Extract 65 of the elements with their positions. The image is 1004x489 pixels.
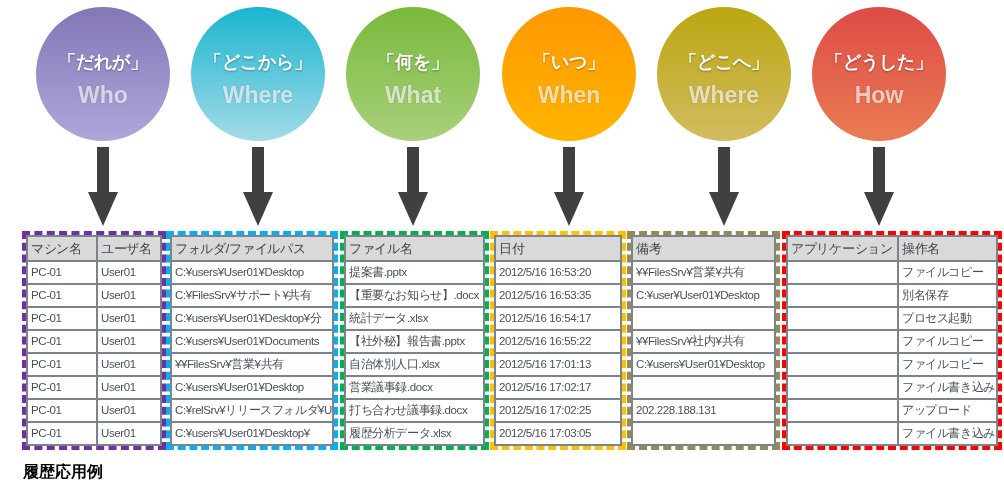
circle-title: 「どこへ」 <box>679 51 769 73</box>
table-cell: 2012/5/16 17:02:25 <box>494 398 622 423</box>
table-cell: 営業議事録.docx <box>344 375 485 400</box>
circle-title: 「だれが」 <box>58 51 148 73</box>
table-cell: ¥¥FilesSrv¥社内¥共有 <box>631 329 776 354</box>
table-cell: 2012/5/16 16:53:20 <box>494 260 622 285</box>
header-cell: 操作名 <box>897 235 998 262</box>
dashed-frame <box>166 231 338 450</box>
table-cell: 2012/5/16 17:02:17 <box>494 375 622 400</box>
table-cell: C:¥users¥User01¥Desktop <box>170 375 334 400</box>
table-cell: 2012/5/16 16:55:22 <box>494 329 622 354</box>
arrow <box>864 147 894 226</box>
circle-subtitle: How <box>854 82 904 108</box>
table-cell: C:¥users¥User01¥Desktop <box>170 260 334 285</box>
table-cell: User01 <box>96 421 162 446</box>
circle-subtitle: Where <box>688 82 760 108</box>
table-cell: 2012/5/16 17:03:05 <box>494 421 622 446</box>
header-cell: マシン名 <box>26 235 98 262</box>
table-cell: 2012/5/16 16:53:35 <box>494 283 622 308</box>
circle-title: 「いつ」 <box>533 51 605 73</box>
table-cell: C:¥users¥User01¥Desktop¥分 <box>170 306 334 331</box>
header-cell: 備考 <box>631 235 776 262</box>
dashed-frame <box>340 231 489 450</box>
table-cell: ファイル書き込み <box>897 421 998 446</box>
table-cell: PC-01 <box>26 421 98 446</box>
header-cell: ファイル名 <box>344 235 485 262</box>
table-cell: 統計データ.xlsx <box>344 306 485 331</box>
table-cell: 打ち合わせ議事録.docx <box>344 398 485 423</box>
header-cell: ユーザ名 <box>96 235 162 262</box>
table-cell: C:¥users¥User01¥Desktop <box>631 352 776 377</box>
dashed-frame <box>627 231 780 450</box>
circle-title: 「どうした」 <box>825 51 933 73</box>
arrow <box>709 147 739 226</box>
arrow <box>554 147 584 226</box>
table-cell: 自治体別人口.xlsx <box>344 352 485 377</box>
table-cell: ¥¥FilesSrv¥営業¥共有 <box>631 260 776 285</box>
dashed-frame <box>782 231 1002 450</box>
table-cell: 2012/5/16 17:01:13 <box>494 352 622 377</box>
header-cell: フォルダ/ファイルパス <box>170 235 334 262</box>
table-cell: C:¥users¥User01¥Documents <box>170 329 334 354</box>
table-cell: C:¥FilesSrv¥サポート¥共有 <box>170 283 334 308</box>
arrow <box>243 147 273 226</box>
caption: 履歴応用例 <box>23 462 103 482</box>
table-cell: 【重要なお知らせ】.docx <box>344 283 485 308</box>
circle-subtitle: When <box>537 82 601 108</box>
header-cell: アプリケーション <box>786 235 899 262</box>
arrow <box>88 147 118 226</box>
arrow <box>398 147 428 226</box>
table-cell: 提案書.pptx <box>344 260 485 285</box>
table-cell: 2012/5/16 16:54:17 <box>494 306 622 331</box>
table-cell: C:¥users¥User01¥Desktop¥ <box>170 421 334 446</box>
circle-title: 「何を」 <box>377 51 449 73</box>
circle-title: 「どこから」 <box>204 51 312 73</box>
circle-subtitle: What <box>384 82 442 108</box>
circle-subtitle: Where <box>222 82 294 108</box>
circle-subtitle: Who <box>78 82 128 108</box>
table-cell: 【社外秘】報告書.pptx <box>344 329 485 354</box>
table-cell: C:¥user¥User01¥Desktop <box>631 283 776 308</box>
table-cell: 202.228.188.131 <box>631 398 776 423</box>
table-cell: ¥¥FilesSrv¥営業¥共有 <box>170 352 334 377</box>
table-cell: C:¥relSrv¥リリースフォルダ¥U <box>170 398 334 423</box>
dashed-frame <box>22 231 166 450</box>
header-cell: 日付 <box>494 235 622 262</box>
table-cell: 履歴分析データ.xlsx <box>344 421 485 446</box>
dashed-frame <box>490 231 626 450</box>
